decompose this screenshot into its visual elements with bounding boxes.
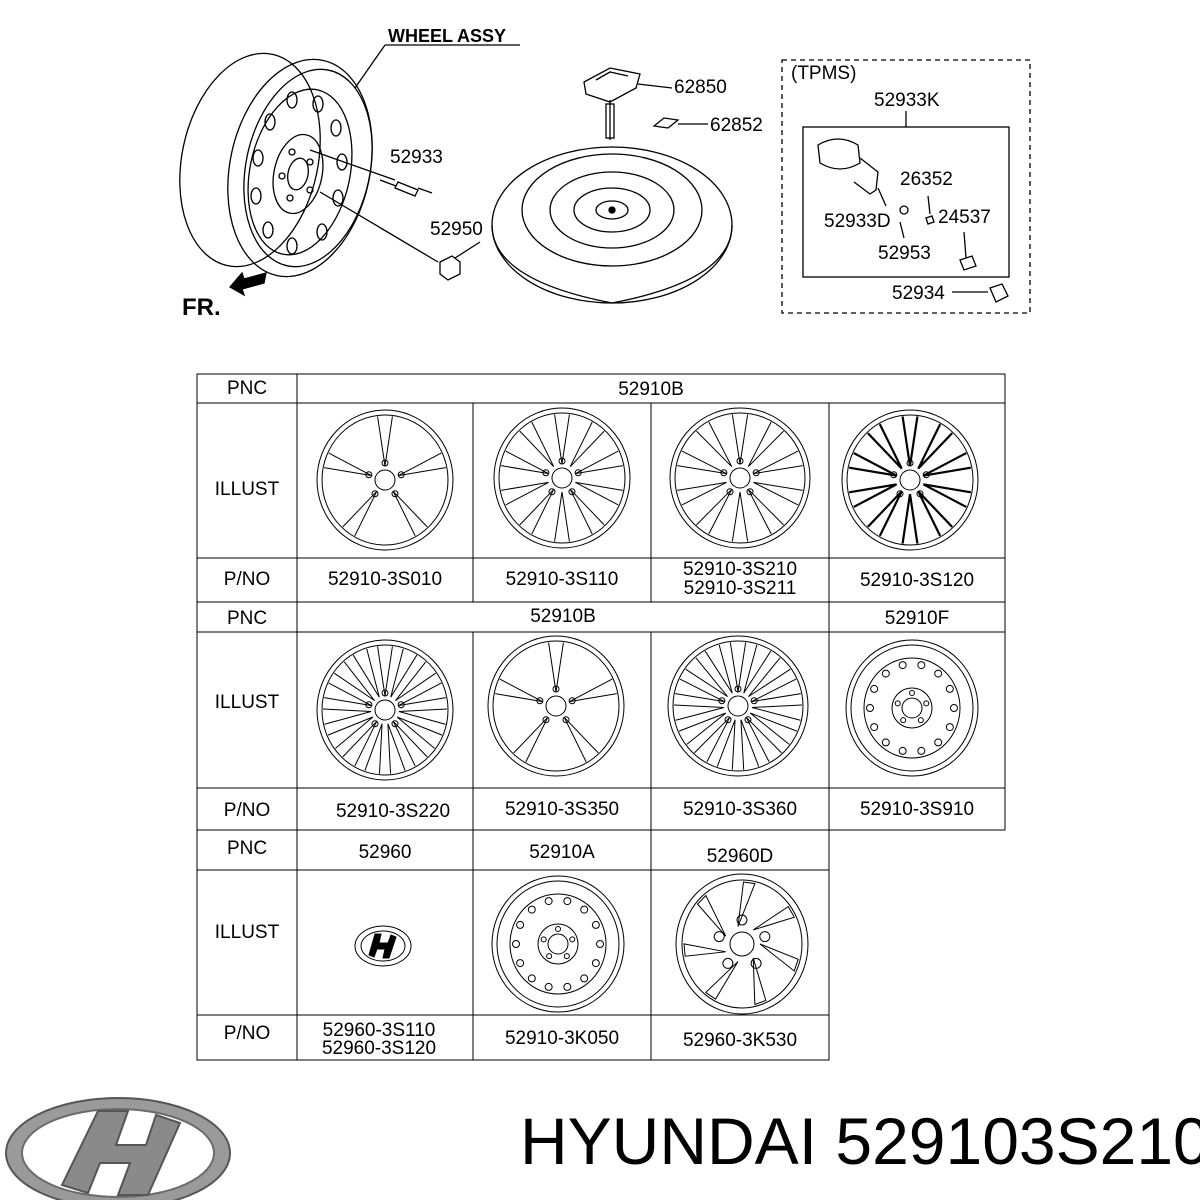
part-number: 52960-3S120 xyxy=(321,1038,437,1059)
pnc-value: 52910F xyxy=(884,608,950,629)
part-number: 52910-3S120 xyxy=(859,570,975,591)
callout-62852: 62852 xyxy=(710,115,763,136)
parts-table-grid xyxy=(196,373,1006,1061)
part-number: 52910-3S010 xyxy=(327,569,443,590)
row-label-illust: ILLUST xyxy=(214,479,280,500)
callout-52933d: 52933D xyxy=(824,211,891,232)
steel-wheel-icon xyxy=(845,639,979,777)
part-number: 52910-3S350 xyxy=(504,799,620,820)
callout-52950: 52950 xyxy=(430,219,483,240)
pnc-value: 52960D xyxy=(706,846,774,867)
pnc-value: 52960 xyxy=(358,842,412,863)
pnc-value: 52910B xyxy=(618,379,684,400)
wheel-assy-drawing xyxy=(179,44,520,297)
hub-cap-emblem-icon xyxy=(354,925,412,967)
row-label-illust: ILLUST xyxy=(214,922,280,943)
row-label-pno: P/NO xyxy=(223,569,271,590)
alloy-wheel-split-spoke-icon xyxy=(493,407,631,549)
pnc-value: 52910A xyxy=(529,842,595,863)
pnc-value: 52910B xyxy=(530,606,596,627)
tpms-drawing xyxy=(781,59,1031,314)
callout-52933: 52933 xyxy=(390,147,443,168)
part-number: 52910-3S360 xyxy=(682,799,798,820)
callout-52934: 52934 xyxy=(892,283,945,304)
row-label-pno: P/NO xyxy=(223,1023,271,1044)
front-direction-label: FR. xyxy=(182,294,221,321)
part-number: 52910-3S210 xyxy=(682,559,798,580)
alloy-wheel-5-spoke-icon xyxy=(316,409,454,551)
hyundai-logo xyxy=(5,1097,231,1200)
part-number: 52910-3S211 xyxy=(683,578,797,599)
part-number-title: 529103S210 xyxy=(835,1104,1200,1178)
part-number: 52910-3S910 xyxy=(859,799,975,820)
row-label-pno: P/NO xyxy=(223,800,271,821)
row-label-illust: ILLUST xyxy=(214,692,280,713)
alloy-wheel-5-spoke-icon xyxy=(487,635,625,777)
callout-62850: 62850 xyxy=(674,77,727,98)
callout-52933k: 52933K xyxy=(874,90,940,111)
steel-wheel-icon xyxy=(491,875,625,1013)
brand-part-number: HYUNDAI 529103S210 xyxy=(520,1108,1200,1174)
alloy-wheel-dark-spoke-icon xyxy=(841,409,979,551)
row-label-pnc: PNC xyxy=(226,608,268,629)
row-label-pnc: PNC xyxy=(226,378,268,399)
row-label-pnc: PNC xyxy=(226,838,268,859)
part-number: 52960-3S110 xyxy=(322,1020,436,1041)
part-number: 52910-3S220 xyxy=(335,801,451,822)
alloy-wheel-multi-spoke-icon xyxy=(667,635,809,777)
tpms-title: (TPMS) xyxy=(791,63,857,84)
wheel-assy-label: WHEEL ASSY xyxy=(388,26,507,46)
callout-52953: 52953 xyxy=(878,243,931,264)
part-number: 52910-3S110 xyxy=(505,569,619,590)
wheel-cover-icon xyxy=(675,873,809,1015)
callout-24537: 24537 xyxy=(938,207,991,228)
alloy-wheel-multi-spoke-icon xyxy=(316,639,454,781)
brand-name: HYUNDAI xyxy=(520,1104,818,1178)
spare-tire-drawing xyxy=(491,67,733,304)
part-number: 52960-3K530 xyxy=(682,1030,798,1051)
part-number: 52910-3K050 xyxy=(504,1028,620,1049)
callout-26352: 26352 xyxy=(900,169,953,190)
alloy-wheel-split-spoke-icon xyxy=(669,407,811,549)
